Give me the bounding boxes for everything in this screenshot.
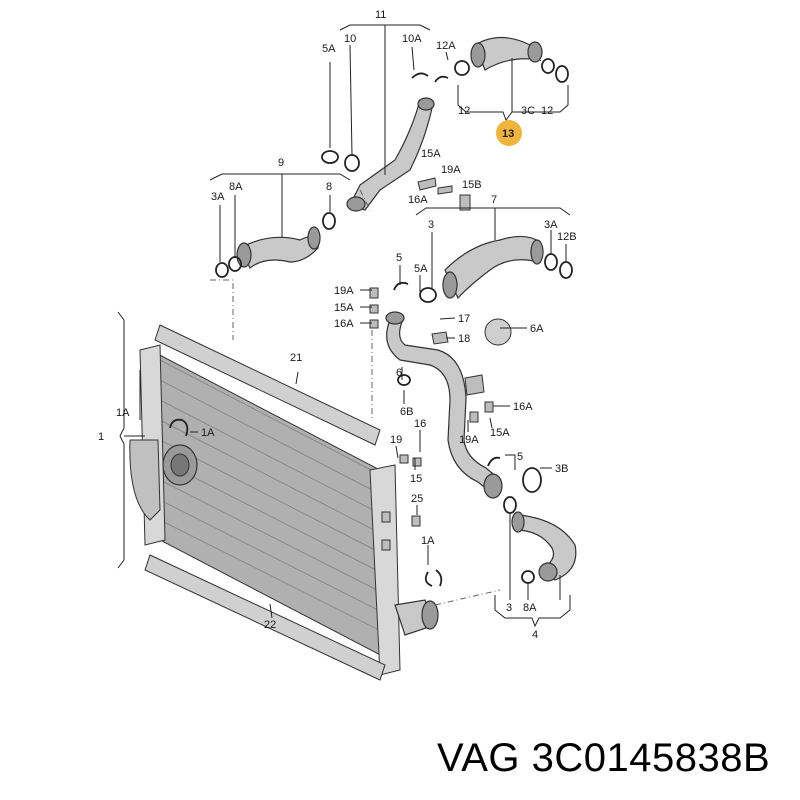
intercooler xyxy=(129,344,439,676)
bolts xyxy=(369,287,494,551)
labels: 11 10 10A 5A 12A 12 3C 12 13 9 3A 8A 8 1… xyxy=(98,9,577,641)
label-3b: 3B xyxy=(555,463,568,475)
label-18: 18 xyxy=(458,333,470,345)
label-3a-right: 3A xyxy=(544,219,558,231)
label-5a-top: 5A xyxy=(322,43,336,55)
label-15a-low: 15A xyxy=(490,427,510,439)
label-19: 19 xyxy=(390,434,402,446)
label-5-mid: 5 xyxy=(396,252,402,264)
label-22: 22 xyxy=(264,619,276,631)
label-15b: 15B xyxy=(462,179,482,191)
label-8-top: 8 xyxy=(326,181,332,193)
label-10a: 10A xyxy=(402,33,422,45)
label-3-right: 3 xyxy=(428,219,434,231)
leader-lines xyxy=(117,24,571,628)
label-5-low: 5 xyxy=(517,451,523,463)
label-15a-top: 15A xyxy=(421,148,441,160)
label-3a-left: 3A xyxy=(211,191,225,203)
label-16a-mid: 16A xyxy=(334,318,354,330)
label-3c: 3C xyxy=(521,105,535,117)
label-4: 4 xyxy=(532,629,538,641)
label-19a-mid: 19A xyxy=(334,285,354,297)
label-8a-left: 8A xyxy=(229,181,243,193)
label-16: 16 xyxy=(414,418,426,430)
label-25: 25 xyxy=(411,493,423,505)
pipe-6 xyxy=(385,311,512,499)
hose-4 xyxy=(424,456,577,587)
label-6: 6 xyxy=(396,367,402,379)
hose-13 xyxy=(434,36,569,83)
label-3-bottom: 3 xyxy=(506,602,512,614)
air-guide-22 xyxy=(144,554,386,681)
label-1a-inner: 1A xyxy=(201,427,215,439)
label-6a: 6A xyxy=(530,323,544,335)
pipe-11 xyxy=(321,72,471,212)
hose-7 xyxy=(393,235,573,303)
axis-lines xyxy=(210,189,501,606)
label-1: 1 xyxy=(98,431,104,443)
label-1a-bottom: 1A xyxy=(421,535,435,547)
label-6b: 6B xyxy=(400,406,413,418)
label-16a-low: 16A xyxy=(513,401,533,413)
label-17: 17 xyxy=(458,313,470,325)
label-19a-top: 19A xyxy=(441,164,461,176)
hose-9 xyxy=(215,212,336,278)
part-number-caption: VAG 3C0145838B xyxy=(437,736,771,780)
label-1a-left: 1A xyxy=(116,407,130,419)
label-11: 11 xyxy=(375,9,386,21)
label-9: 9 xyxy=(278,157,284,169)
label-12a: 12A xyxy=(436,40,456,52)
label-7: 7 xyxy=(491,194,497,206)
label-13: 13 xyxy=(502,128,514,140)
label-15a-mid: 15A xyxy=(334,302,354,314)
air-guide-21 xyxy=(154,324,381,446)
label-8a-bottom: 8A xyxy=(523,602,537,614)
label-12b: 12B xyxy=(557,231,577,243)
label-21: 21 xyxy=(290,352,302,364)
label-19a-low: 19A xyxy=(459,434,479,446)
label-12-right: 12 xyxy=(541,105,553,117)
label-12-left: 12 xyxy=(458,105,470,117)
highlight-marker-13 xyxy=(496,120,522,146)
label-15: 15 xyxy=(410,473,422,485)
label-5a-mid: 5A xyxy=(414,263,428,275)
label-16a-top: 16A xyxy=(408,194,428,206)
label-10: 10 xyxy=(344,33,356,45)
